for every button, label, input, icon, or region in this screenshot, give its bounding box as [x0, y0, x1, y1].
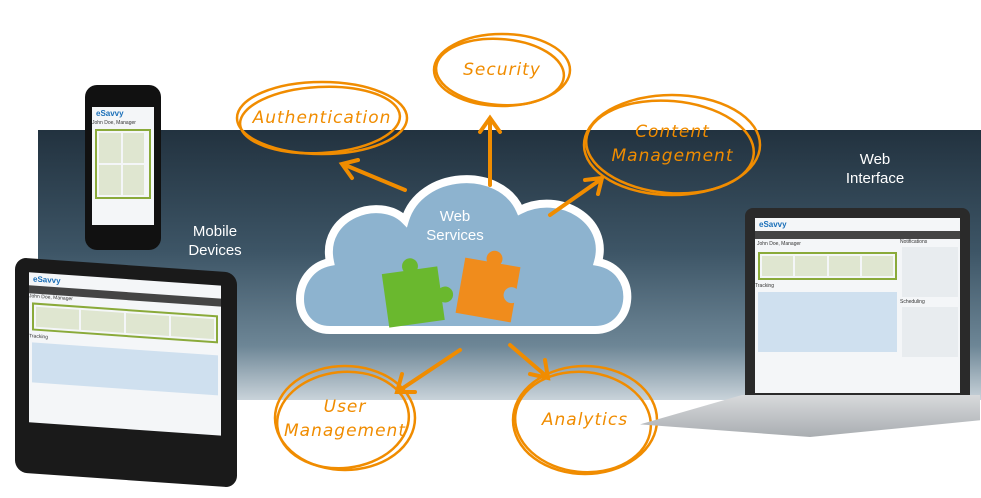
app-scheduling: Scheduling — [900, 299, 925, 305]
app-user: John Doe, Manager — [92, 120, 136, 126]
phone-device: eSavvy John Doe, Manager — [85, 85, 161, 250]
arrows — [338, 114, 605, 394]
arrow-user — [394, 348, 462, 394]
app-user: John Doe, Manager — [757, 241, 801, 247]
app-brand: eSavvy — [96, 109, 124, 118]
arrow-analytics — [508, 343, 551, 381]
arrow-security — [478, 114, 502, 187]
tablet-device: eSavvy John Doe, Manager Tracking — [15, 257, 237, 488]
app-tracking: Tracking — [755, 283, 774, 289]
app-brand: eSavvy — [759, 220, 787, 229]
bubble-authentication: Authentication — [252, 108, 392, 128]
puzzle-orange-icon — [455, 250, 521, 323]
arrow-authentication — [338, 158, 407, 192]
bubble-security: Security — [463, 60, 541, 80]
arrow-content — [548, 175, 605, 217]
cloud-icon — [296, 175, 632, 334]
bubble-analytics: Analytics — [541, 410, 629, 430]
app-notifications: Notifications — [900, 239, 928, 245]
laptop-device: eSavvy John Doe, Manager Tracking Notifi… — [745, 208, 970, 403]
puzzle-green-icon — [381, 258, 454, 328]
